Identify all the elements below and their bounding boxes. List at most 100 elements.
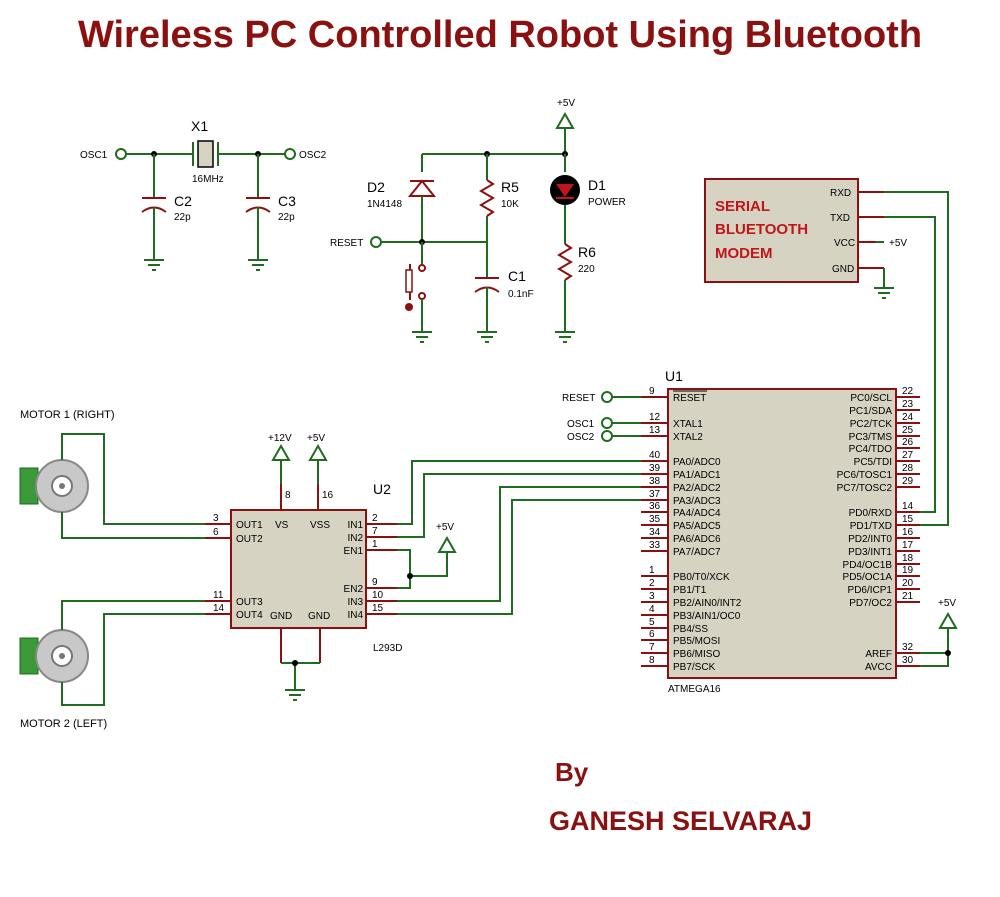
pin-number: 29	[902, 476, 914, 487]
pin-label: PC7/TOSC2	[837, 483, 893, 494]
pin-label: PD6/ICP1	[848, 585, 893, 596]
pin-label: PB4/SS	[673, 624, 708, 635]
bt-pin-gnd: GND	[832, 264, 854, 275]
bt-pin-rxd: RXD	[830, 188, 851, 199]
pin-label: PA6/ADC6	[673, 534, 721, 545]
pin-number: 20	[902, 578, 914, 589]
pin-number: 35	[649, 514, 661, 525]
pin-label: OUT1	[236, 520, 263, 531]
motor-2-label: MOTOR 2 (LEFT)	[20, 718, 107, 730]
pin-label: IN1	[347, 520, 363, 531]
pin-label: IN2	[347, 533, 363, 544]
pin-number: 24	[902, 412, 914, 423]
pin-label: PC4/TDO	[849, 444, 893, 455]
pin-number: 11	[213, 590, 224, 601]
ground-icon	[144, 259, 164, 271]
pin-number: 14	[213, 603, 225, 614]
atmega16-body	[667, 388, 897, 679]
pin-number: 1	[649, 565, 655, 576]
osc2-terminal	[601, 430, 613, 442]
pin-label: XTAL2	[673, 432, 703, 443]
pin-label: AVCC	[865, 662, 892, 673]
reset-terminal	[370, 236, 382, 248]
power-arrow-icon	[938, 611, 958, 629]
pin-number: 16	[902, 527, 914, 538]
pin-label: IN3	[347, 597, 363, 608]
pin-label: PD1/TXD	[850, 521, 892, 532]
pin-label: PB6/MISO	[673, 649, 720, 660]
mcu-part: ATMEGA16	[668, 684, 721, 695]
pin-number: 18	[902, 553, 914, 564]
pin-label: PC3/TMS	[849, 432, 893, 443]
bluetooth-module-body	[704, 178, 859, 283]
power-arrow-icon	[271, 443, 291, 461]
pin-number: 28	[902, 463, 914, 474]
c2-value: 22p	[174, 212, 191, 223]
pin-label: PB1/T1	[673, 585, 707, 596]
pin-number: 7	[649, 642, 655, 653]
pin-number: 32	[902, 642, 914, 653]
pin-number: 14	[902, 501, 914, 512]
osc2-terminal	[284, 148, 296, 160]
pin-label: PD0/RXD	[849, 508, 892, 519]
driver-ref: U2	[373, 481, 391, 497]
pin-label: PB7/SCK	[673, 662, 716, 673]
pin-label: XTAL1	[673, 419, 703, 430]
r6-value: 220	[578, 264, 595, 275]
r5-value: 10K	[501, 199, 519, 210]
diagram-title: Wireless PC Controlled Robot Using Bluet…	[77, 14, 923, 56]
pin-label: PB3/AIN1/OC0	[673, 611, 741, 622]
pin-label: PC6/TOSC1	[837, 470, 893, 481]
d2-value: 1N4148	[367, 199, 402, 210]
pin-number: 25	[902, 425, 914, 436]
pin-number: 33	[649, 540, 661, 551]
pin-number: 13	[649, 425, 661, 436]
mcu-ref: U1	[665, 368, 683, 384]
pin-number: 12	[649, 412, 661, 423]
driver-vss-supply: +5V	[307, 433, 325, 444]
reset-button-icon	[405, 269, 413, 293]
pin-label: PB0/T0/XCK	[673, 572, 730, 583]
power-arrow-icon	[555, 111, 575, 129]
pin-number: 5	[649, 617, 655, 628]
pin-number: 3	[213, 513, 219, 524]
r6-ref: R6	[578, 244, 596, 260]
pin-number: 4	[649, 604, 655, 615]
pin-label: PB5/MOSI	[673, 636, 720, 647]
pin-label: AREF	[865, 649, 892, 660]
r5-ref: R5	[501, 179, 519, 195]
osc1-label: OSC1	[80, 150, 108, 161]
pin-label: PD2/INT0	[848, 534, 892, 545]
pin-label: PA4/ADC4	[673, 508, 721, 519]
d1-value: POWER	[588, 197, 626, 208]
ground-icon	[874, 287, 894, 299]
driver-vs-label: VS	[275, 520, 289, 531]
d1-ref: D1	[588, 177, 606, 193]
pin-number: 36	[649, 501, 661, 512]
crystal-circuit: OSC1 OSC2 X1 16MHz C2 22p C3 22p	[80, 118, 327, 271]
mcu-net-reset: RESET	[562, 393, 595, 404]
osc1-terminal	[115, 148, 127, 160]
pin-label: PA1/ADC1	[673, 470, 721, 481]
pin-number: 2	[649, 578, 655, 589]
driver-vs-pin: 8	[285, 490, 291, 501]
pin-number: 6	[213, 527, 219, 538]
pin-label: PA2/ADC2	[673, 483, 721, 494]
pin-number: 23	[902, 399, 914, 410]
power-arrow-icon	[437, 535, 457, 553]
driver-gnd-right: GND	[308, 611, 330, 622]
pin-number: 17	[902, 540, 914, 551]
pin-label: PA7/ADC7	[673, 547, 721, 558]
pin-number: 37	[649, 489, 661, 500]
ground-icon	[248, 259, 268, 271]
ground-icon	[477, 331, 497, 343]
reset-terminal	[601, 391, 613, 403]
motor-1: MOTOR 1 (RIGHT)	[19, 409, 231, 539]
pin-number: 3	[649, 591, 655, 602]
mcu-net-osc1: OSC1	[567, 419, 595, 430]
ground-icon	[285, 689, 305, 701]
crystal-ref: X1	[191, 118, 208, 134]
pin-number: 8	[649, 655, 655, 666]
pin-number: 38	[649, 476, 661, 487]
pin-number: 34	[649, 527, 661, 538]
